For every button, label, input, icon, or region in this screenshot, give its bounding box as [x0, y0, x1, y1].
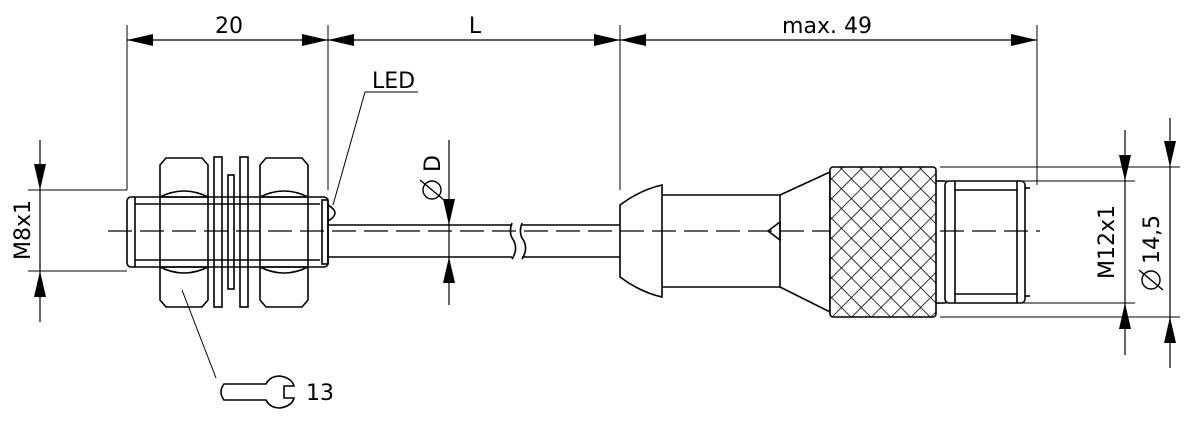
m8-thread-dimension	[28, 140, 127, 322]
knurled-grip	[829, 166, 937, 318]
m12-connector	[619, 166, 1030, 318]
sensor-body	[126, 156, 336, 308]
led-label: LED	[372, 69, 415, 94]
sensor-thread-label: M8x1	[11, 200, 36, 260]
wrench-size-label: 13	[306, 381, 334, 406]
connector-length-label: max. 49	[782, 14, 872, 39]
sensor-length-label: 20	[215, 14, 243, 39]
top-dimension-line	[126, 25, 1038, 190]
connector-diameter-label: 14,5	[1140, 215, 1165, 264]
wrench-leader-line	[181, 289, 217, 379]
wrench-icon	[220, 375, 296, 409]
cable	[328, 222, 620, 260]
cable-length-label: L	[469, 14, 482, 39]
cable-diameter-dimension	[443, 140, 455, 305]
connector-diameter-label-group: 14,5	[1138, 215, 1165, 291]
cable-diameter-label: D	[421, 155, 446, 172]
diameter-symbol-icon	[422, 180, 442, 200]
connector-thread-label: M12x1	[1095, 205, 1120, 279]
diameter-symbol-icon	[1141, 270, 1161, 290]
connector-diameter-dimension	[940, 118, 1180, 368]
cable-diameter-label-group: D	[419, 155, 446, 201]
led-leader-line	[332, 91, 366, 206]
